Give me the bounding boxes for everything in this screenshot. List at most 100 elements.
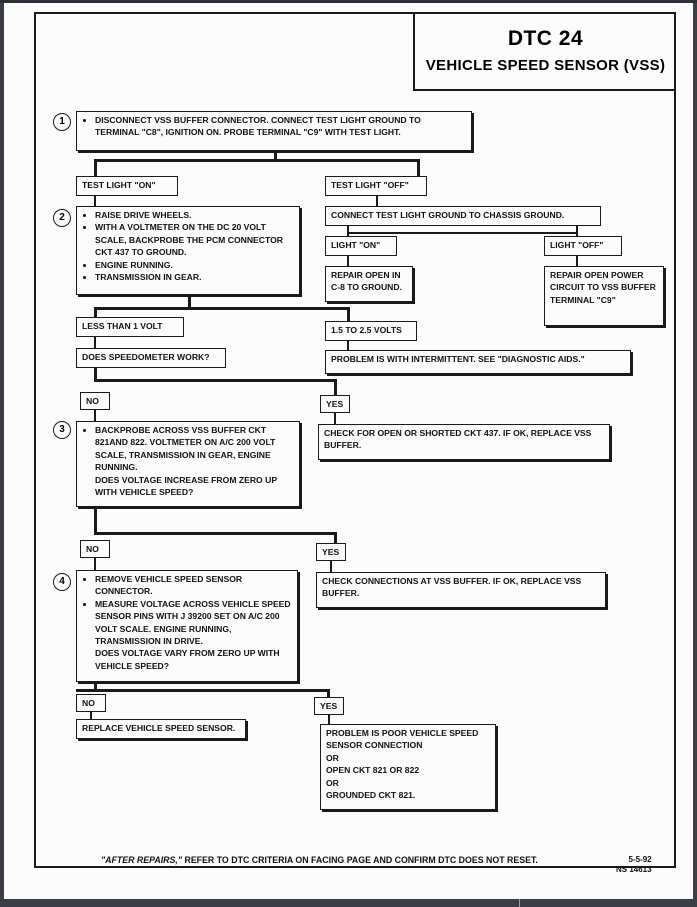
connector [576,226,578,238]
connector [347,232,577,234]
yes-2-box: YES [316,543,346,561]
connector [94,159,420,162]
repair-c8-box: REPAIR OPEN IN C-8 TO GROUND. [325,266,413,302]
repair-c8-text: REPAIR OPEN IN C-8 TO GROUND. [331,270,402,293]
less-1-volt-box: LESS THAN 1 VOLT [76,317,184,337]
step-4-box: REMOVE VEHICLE SPEED SENSOR CONNECTOR. M… [76,570,298,682]
light-on-text: LIGHT "ON" [331,240,381,250]
connector [376,196,378,207]
step-2-box: RAISE DRIVE WHEELS. WITH A VOLTMETER ON … [76,206,300,295]
connector [188,295,191,309]
light-on-box: LIGHT "ON" [325,236,397,256]
poor-connection-line: OR [326,752,339,763]
connector [334,413,336,425]
connector [347,256,349,267]
connector [94,507,97,535]
step-3-text: BACKPROBE ACROSS VSS BUFFER CKT 821AND 8… [95,424,294,474]
check-ckt-437-text: CHECK FOR OPEN OR SHORTED CKT 437. IF OK… [324,428,592,451]
step-2-marker: 2 [53,209,71,227]
connector [94,558,96,570]
test-light-on-box: TEST LIGHT "ON" [76,176,178,196]
no-1-text: NO [86,396,99,406]
step-3-marker: 3 [53,421,71,439]
connector [334,379,337,395]
speedometer-box: DOES SPEEDOMETER WORK? [76,348,226,368]
no-2-text: NO [86,544,99,554]
intermittent-box: PROBLEM IS WITH INTERMITTENT. SEE "DIAGN… [325,350,631,374]
volts-1-5-2-5-box: 1.5 TO 2.5 VOLTS [325,321,417,341]
connector [94,337,96,349]
title-box: DTC 24 VEHICLE SPEED SENSOR (VSS) [413,14,676,91]
document-date: 5-5-92 [628,855,652,864]
connector [347,307,350,321]
connector [330,561,332,573]
check-ckt-437-box: CHECK FOR OPEN OR SHORTED CKT 437. IF OK… [318,424,610,460]
step-2-item: ENGINE RUNNING. [95,259,294,271]
dtc-name: VEHICLE SPEED SENSOR (VSS) [425,57,666,74]
connector [94,196,96,206]
light-off-text: LIGHT "OFF" [550,240,604,250]
diagnostic-page: DTC 24 VEHICLE SPEED SENSOR (VSS) 1 DISC… [4,3,693,899]
poor-connection-line: OR [326,777,339,788]
connector [274,151,277,161]
replace-vss-text: REPLACE VEHICLE SPEED SENSOR. [82,723,236,733]
light-off-box: LIGHT "OFF" [544,236,622,256]
connector [334,532,337,544]
connector [328,715,330,725]
check-connections-text: CHECK CONNECTIONS AT VSS BUFFER. IF OK, … [322,576,582,599]
yes-3-text: YES [320,701,338,711]
step-1-box: DISCONNECT VSS BUFFER CONNECTOR. CONNECT… [76,111,472,151]
connector [90,712,92,720]
step-3-question: DOES VOLTAGE INCREASE FROM ZERO UP WITH … [95,474,277,498]
test-light-off-box: TEST LIGHT "OFF" [325,176,427,196]
document-reference: 5-5-92 NS 14613 [616,855,652,875]
step-4-question: DOES VOLTAGE VARY FROM ZERO UP WITH VEHI… [95,648,280,671]
volts-1-5-2-5-text: 1.5 TO 2.5 VOLTS [331,325,402,335]
repair-power-box: REPAIR OPEN POWER CIRCUIT TO VSS BUFFER … [544,266,664,326]
connector [94,159,97,177]
document-number: NS 14613 [616,865,652,874]
step-4-item: MEASURE VOLTAGE ACROSS VEHICLE SPEED SEN… [95,598,292,648]
bottom-bar [0,899,697,907]
connector [94,410,96,422]
step-2-item: WITH A VOLTMETER ON THE DC 20 VOLT SCALE… [95,221,294,258]
intermittent-text: PROBLEM IS WITH INTERMITTENT. SEE "DIAGN… [331,354,585,364]
poor-connection-line: PROBLEM IS POOR VEHICLE SPEED SENSOR CON… [326,728,479,751]
poor-connection-line: GROUNDED CKT 821. [326,790,416,801]
no-3-text: NO [82,698,95,708]
connector [94,682,97,692]
top-bar [0,0,697,3]
repair-power-text: REPAIR OPEN POWER CIRCUIT TO VSS BUFFER … [550,270,656,305]
step-2-item: RAISE DRIVE WHEELS. [95,209,294,221]
step-1-text: DISCONNECT VSS BUFFER CONNECTOR. CONNECT… [95,114,466,139]
after-repairs-text: REFER TO DTC CRITERIA ON FACING PAGE AND… [182,855,538,865]
no-2-box: NO [80,540,110,558]
no-3-box: NO [76,694,106,712]
poor-connection-line: OPEN CKT 821 OR 822 [326,765,420,776]
connector [94,379,337,382]
check-connections-box: CHECK CONNECTIONS AT VSS BUFFER. IF OK, … [316,572,606,608]
less-1-volt-text: LESS THAN 1 VOLT [82,321,163,331]
connect-chassis-text: CONNECT TEST LIGHT GROUND TO CHASSIS GRO… [331,210,565,220]
step-4-item: REMOVE VEHICLE SPEED SENSOR CONNECTOR. [95,573,292,598]
connector [417,159,420,177]
yes-2-text: YES [322,547,340,557]
connector [94,307,97,319]
connector [327,689,330,699]
step-2-item: TRANSMISSION IN GEAR. [95,271,294,283]
after-repairs-label: "AFTER REPAIRS," [101,855,183,865]
step-3-box: BACKPROBE ACROSS VSS BUFFER CKT 821AND 8… [76,421,300,507]
no-1-box: NO [80,392,110,410]
yes-3-box: YES [314,697,344,715]
poor-connection-box: PROBLEM IS POOR VEHICLE SPEED SENSOR CON… [320,724,496,810]
speedometer-text: DOES SPEEDOMETER WORK? [82,352,210,362]
connector [576,256,578,267]
connect-chassis-box: CONNECT TEST LIGHT GROUND TO CHASSIS GRO… [325,206,601,226]
connector [94,532,337,535]
page-frame [34,12,676,868]
step-1-marker: 1 [53,113,71,131]
dtc-code: DTC 24 [507,27,584,50]
step-4-marker: 4 [53,573,71,591]
test-light-on-text: TEST LIGHT "ON" [82,180,156,190]
replace-vss-box: REPLACE VEHICLE SPEED SENSOR. [76,719,246,739]
